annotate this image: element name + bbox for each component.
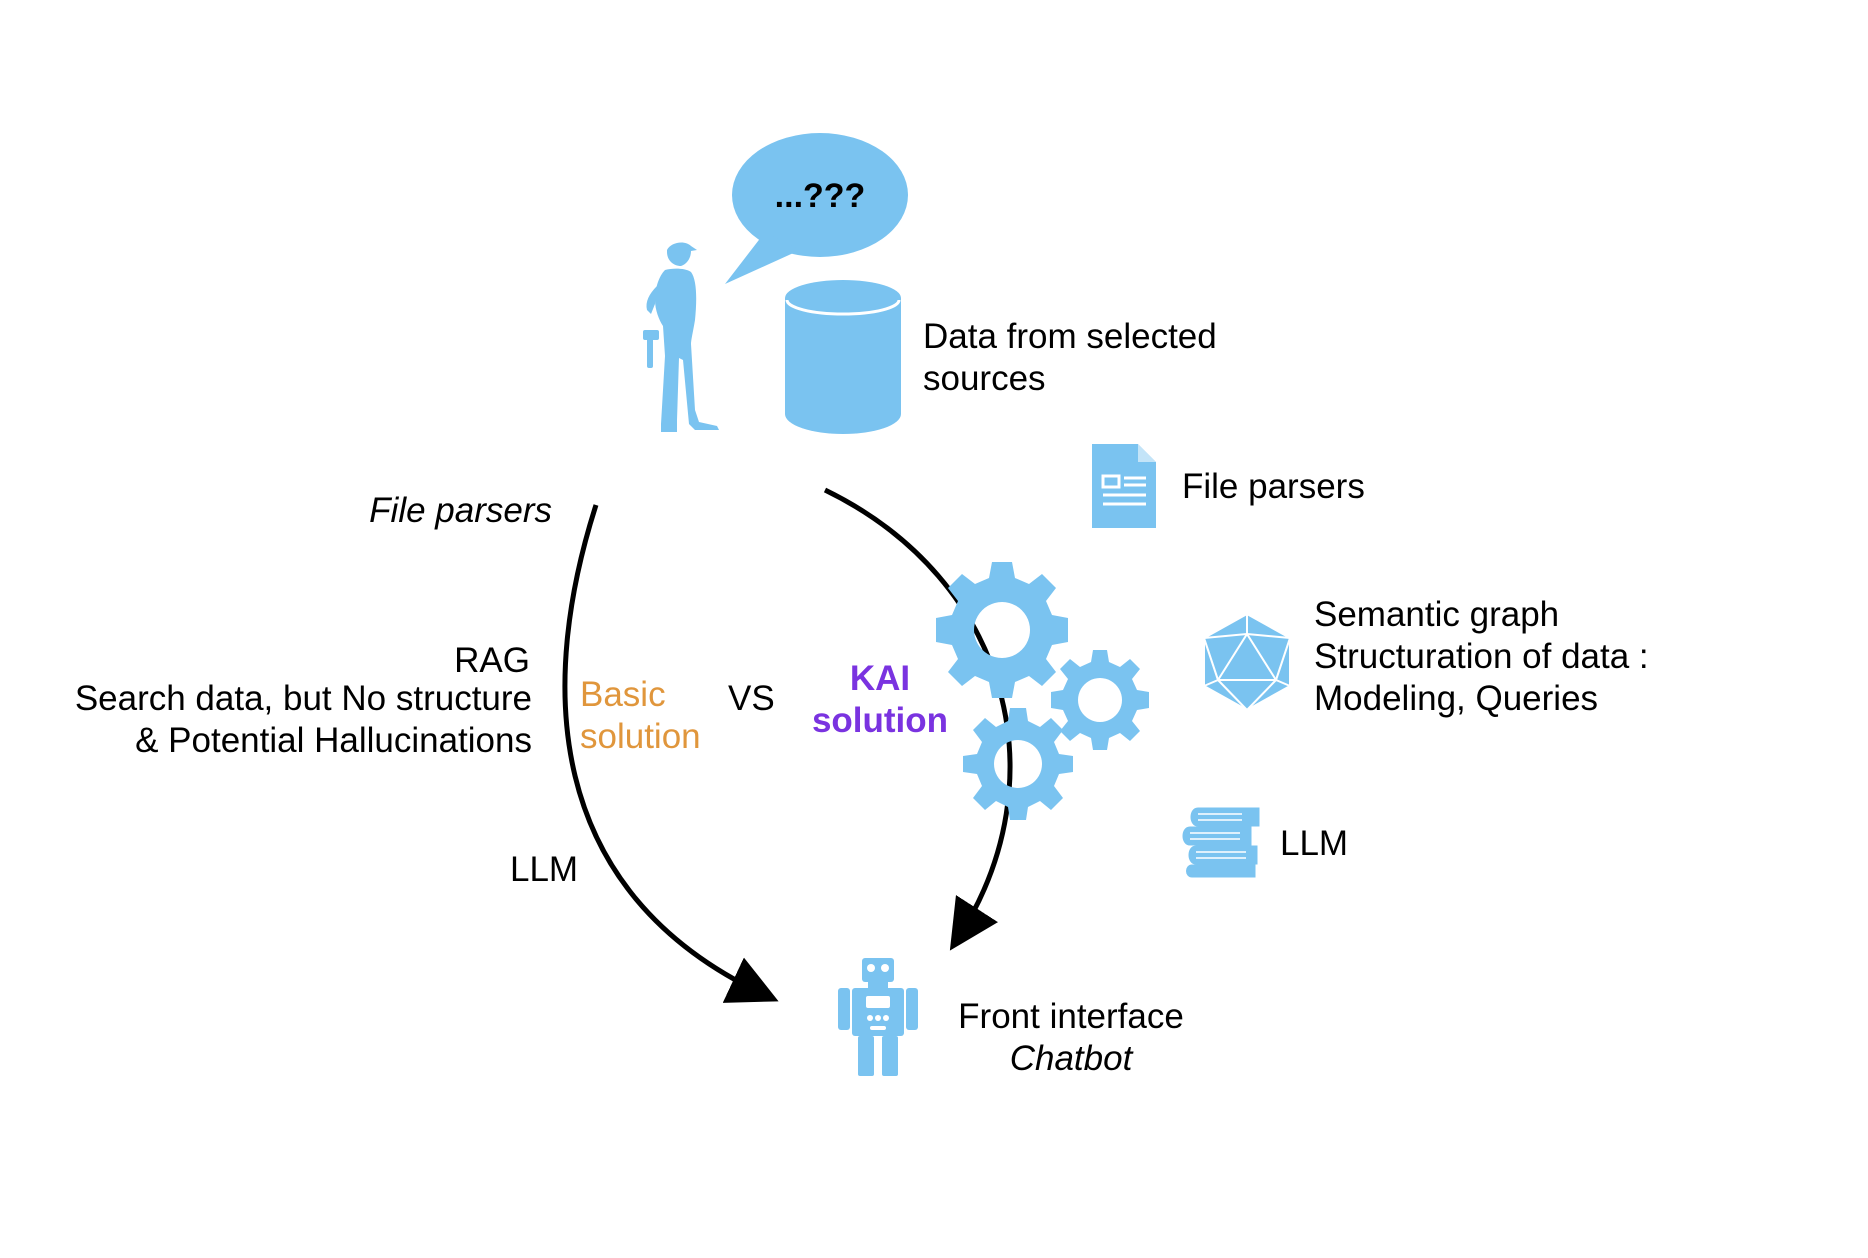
kai-line1: KAI <box>849 659 911 698</box>
rag-line3: & Potential Hallucinations <box>135 721 532 760</box>
semantic-line3: Modeling, Queries <box>1314 679 1599 718</box>
front-line1: Front interface <box>958 997 1184 1036</box>
gears-icon <box>936 562 1149 820</box>
worker-icon <box>643 242 719 432</box>
kai-solution-label: KAI solution <box>800 658 960 742</box>
basic-line2: solution <box>580 717 701 756</box>
speech-bubble-text: ...??? <box>774 177 866 215</box>
data-source-line2: sources <box>923 359 1046 398</box>
basic-solution-arrow <box>562 504 779 1003</box>
data-source-line1: Data from selected <box>923 317 1217 356</box>
semantic-line2: Structuration of data : <box>1314 637 1649 676</box>
kai-line2: solution <box>811 701 949 740</box>
rag-line2: Search data, but No structure <box>74 679 532 718</box>
data-source-label: Data from selected sources <box>923 316 1217 400</box>
semantic-line1: Semantic graph <box>1314 595 1560 634</box>
vs-label: VS <box>728 679 775 718</box>
front-line2: Chatbot <box>1009 1039 1133 1078</box>
right-file-parsers-label: File parsers <box>1182 467 1365 506</box>
database-icon <box>785 280 901 434</box>
front-interface-label: Front interface Chatbot <box>946 996 1196 1080</box>
left-file-parsers-label: File parsers <box>369 491 552 530</box>
rag-line1: RAG <box>454 641 530 680</box>
left-llm-label: LLM <box>510 850 579 889</box>
right-llm-label: LLM <box>1280 824 1349 863</box>
speech-bubble-icon <box>725 133 908 284</box>
books-icon <box>1182 807 1260 878</box>
robot-icon <box>838 958 918 1076</box>
document-icon <box>1092 444 1156 528</box>
basic-solution-label: Basic solution <box>580 674 701 758</box>
semantic-graph-description: Semantic graph Structuration of data : M… <box>1314 594 1649 720</box>
basic-line1: Basic <box>580 675 666 714</box>
rag-description: RAG Search data, but No structure & Pote… <box>40 640 532 762</box>
icosahedron-icon <box>1203 613 1291 711</box>
